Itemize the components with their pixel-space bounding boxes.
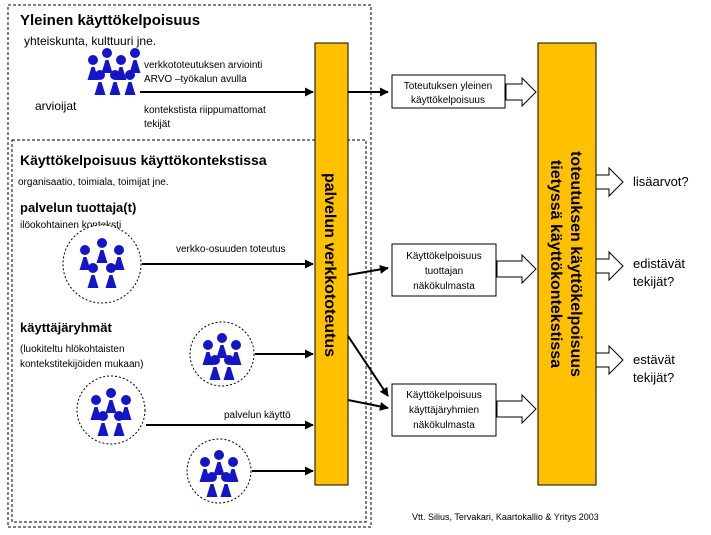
usage-arrow-label: palvelun käyttö (224, 410, 291, 421)
user-group-2-icon (76, 375, 146, 445)
credit-text: Vtt. Silius, Tervakari, Kaartokallio & Y… (412, 512, 599, 522)
context-subtitle: organisaatio, toimiala, toimijat jne. (18, 177, 169, 188)
hollow-arrow-1 (505, 76, 537, 108)
evaluators-label: arvioijat (35, 99, 77, 113)
outcome-arrow-2 (595, 250, 624, 282)
user-group-1-icon (189, 321, 255, 387)
provider-subtitle: ilöokohtainen konteksti (20, 220, 121, 231)
outcome-promoting-line2: tekijät? (633, 274, 674, 289)
context-usability-frame (11, 139, 367, 523)
user-groups-usability-box (391, 383, 497, 437)
user-groups-line1: (luokiteltu hlökohtaisten (20, 344, 125, 355)
provider-title: palvelun tuottaja(t) (20, 200, 136, 215)
box1-line1: Toteutuksen yleinen (404, 81, 492, 92)
general-usability-frame (7, 4, 372, 528)
user-groups-line2: kontekstitekijöiden mukaan) (20, 359, 143, 370)
eval-line2: ARVO –työkalun avulla (144, 74, 247, 85)
context-title: Käyttökelpoisuus käyttökontekstissa (20, 152, 267, 168)
outcome-hindering-line2: tekijät? (633, 370, 674, 385)
context-usability-bar (537, 42, 597, 486)
outcome-added-value: lisäarvot? (633, 174, 689, 189)
eval-line1: verkkototeutuksen arviointi (144, 60, 262, 71)
outcome-promoting-line1: edistävät (633, 256, 685, 271)
indep-line1: kontekstista riippumattomat (144, 105, 266, 116)
box1-line2: käyttökelpoisuus (411, 95, 485, 106)
evaluators-icon (87, 48, 141, 95)
box3-line3: näkökulmasta (413, 420, 475, 431)
context-bar-line2: tietyssä käyttökontekstissa (547, 160, 564, 368)
implementation-bar (314, 42, 349, 486)
context-bar-line1: toteutuksen käyttökelpoisuus (567, 151, 584, 377)
outcome-hindering-line1: estävät (633, 352, 675, 367)
provider-arrow-label: verkko-osuuden toteutus (176, 244, 286, 255)
box3-line1: Käyttökelpoisuus (406, 390, 482, 401)
user-group-3-icon (186, 438, 252, 504)
outcome-arrow-1 (595, 166, 624, 198)
user-groups-title: käyttäjäryhmät (20, 320, 112, 335)
hollow-arrow-3 (496, 393, 537, 425)
arrow-bar-to-box2-lower (347, 335, 389, 397)
provider-icon (62, 224, 142, 304)
general-usability-box (391, 74, 506, 109)
outcome-arrow-3 (595, 344, 624, 376)
box3-line2: käyttäjäryhmien (409, 405, 479, 416)
general-title: Yleinen käyttökelpoisuus (20, 12, 200, 29)
box2-line1: Käyttökelpoisuus (406, 251, 482, 262)
arrow-bar-to-box3 (347, 399, 389, 411)
indep-line2: tekijät (144, 119, 170, 130)
provider-usability-box (391, 243, 497, 297)
implementation-bar-label: palvelun verkkototeutus (321, 173, 338, 357)
general-subtitle: yhteiskunta, kulttuuri jne. (24, 34, 156, 48)
box2-line3: näkökulmasta (413, 281, 475, 292)
box2-line2: tuottajan (425, 266, 463, 277)
hollow-arrow-2 (496, 253, 537, 285)
arrow-bar-to-box2 (347, 264, 389, 276)
